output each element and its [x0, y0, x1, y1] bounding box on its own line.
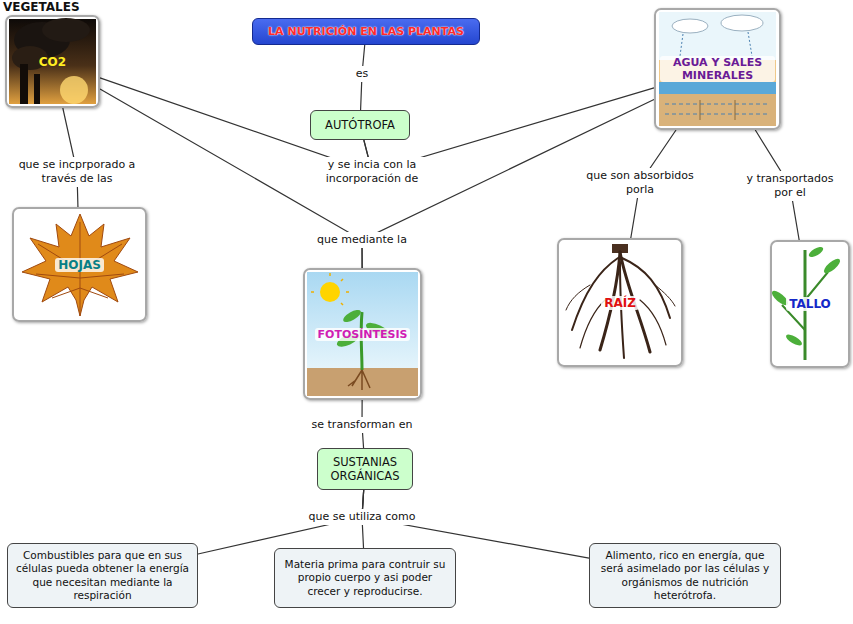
node-text: LA NUTRICIÓN EN LAS PLANTAS — [268, 25, 464, 38]
smokestack-picture — [34, 74, 40, 104]
maple-leaf-picture — [36, 222, 124, 316]
roots-picture — [561, 242, 679, 363]
node-text: FOTOSÍNTESIS — [315, 328, 411, 341]
connector-line — [63, 108, 78, 207]
stem-picture — [770, 244, 846, 364]
water-cycle-picture — [680, 34, 683, 56]
smokestack-picture — [9, 18, 96, 104]
linking-phrase: es — [342, 66, 382, 82]
roots-picture — [655, 285, 675, 306]
page-heading-fragment: VEGETALES — [3, 0, 80, 14]
photosynthesis-picture — [341, 308, 362, 325]
roots-picture — [561, 242, 679, 363]
photosynthesis-picture — [307, 272, 418, 396]
image-concept-box: TALLO — [770, 240, 850, 368]
connector-line — [362, 400, 364, 448]
water-cycle-picture — [659, 82, 776, 94]
stem-picture — [807, 245, 824, 259]
stem-picture — [784, 332, 803, 347]
node-text: HOJAS — [55, 258, 104, 272]
stem-picture — [822, 257, 842, 276]
water-cycle-picture — [672, 19, 708, 33]
node-text: SUSTANIAS ORGÁNICAS — [322, 455, 408, 483]
photosynthesis-picture — [348, 370, 370, 390]
roots-picture — [572, 258, 618, 330]
node-text: RAÍZ — [601, 296, 639, 310]
smokestack-picture — [60, 76, 88, 104]
water-cycle-picture — [659, 12, 776, 126]
linking-phrase: que se utiliza como — [295, 509, 429, 525]
water-cycle-picture — [659, 12, 776, 126]
description-box: Materia prima para contruir su propio cu… — [274, 548, 456, 608]
linking-phrase: que son absorbidos porla — [576, 168, 704, 198]
water-cycle-picture — [748, 32, 752, 56]
water-cycle-picture — [721, 15, 763, 31]
photosynthesis-picture — [307, 368, 418, 396]
maple-leaf-picture — [22, 214, 138, 316]
smokestack-picture — [42, 18, 90, 42]
image-concept-box: AGUA Y SALES MINERALES — [654, 8, 781, 130]
roots-picture — [566, 252, 675, 358]
connector-line — [198, 490, 364, 554]
roots-picture — [566, 285, 590, 310]
linking-phrase: que mediante la — [302, 232, 422, 248]
water-cycle-picture — [700, 100, 735, 120]
node-text: AUTÓTROFA — [325, 118, 395, 132]
smokestack-picture — [9, 19, 96, 104]
connector-line — [361, 45, 365, 110]
node-text: AGUA Y SALES MINERALES — [660, 56, 775, 82]
photosynthesis-picture — [360, 312, 364, 370]
node-text: Combustibles para que en sus células pue… — [14, 549, 191, 602]
main-concept-box: LA NUTRICIÓN EN LAS PLANTAS — [252, 18, 480, 45]
water-cycle-picture — [665, 104, 770, 114]
description-box: Combustibles para que en sus células pue… — [7, 543, 198, 608]
smokestack-picture — [20, 64, 28, 104]
image-concept-box: RAÍZ — [557, 238, 683, 367]
water-cycle-picture — [659, 94, 776, 126]
node-text: TALLO — [786, 297, 834, 311]
image-concept-box: CO2 — [5, 15, 100, 108]
roots-picture — [640, 300, 666, 345]
image-concept-box: HOJAS — [12, 207, 147, 322]
concept-box: AUTÓTROFA — [310, 110, 410, 140]
linking-phrase: y se incia con la incorporación de — [297, 157, 447, 187]
concept-box: SUSTANIAS ORGÁNICAS — [317, 448, 413, 490]
roots-picture — [620, 262, 624, 358]
connector-line — [631, 130, 676, 238]
image-concept-box: FOTOSÍNTESIS — [303, 268, 422, 400]
connector-line — [755, 130, 799, 240]
maple-leaf-picture — [16, 211, 143, 318]
photosynthesis-picture — [311, 273, 349, 305]
linking-phrase: que se incprporado a través de las — [11, 157, 143, 187]
maple-leaf-picture — [16, 211, 143, 318]
description-box: Alimento, rico en energía, que será asim… — [589, 543, 781, 608]
linking-phrase: y transportados por el — [734, 171, 846, 201]
linking-phrase: se transforman en — [300, 417, 424, 433]
node-text: Materia prima para contruir su propio cu… — [281, 558, 449, 597]
node-text: Alimento, rico en energía, que será asim… — [596, 549, 774, 602]
photosynthesis-picture — [320, 282, 340, 302]
node-text: CO2 — [36, 55, 69, 69]
